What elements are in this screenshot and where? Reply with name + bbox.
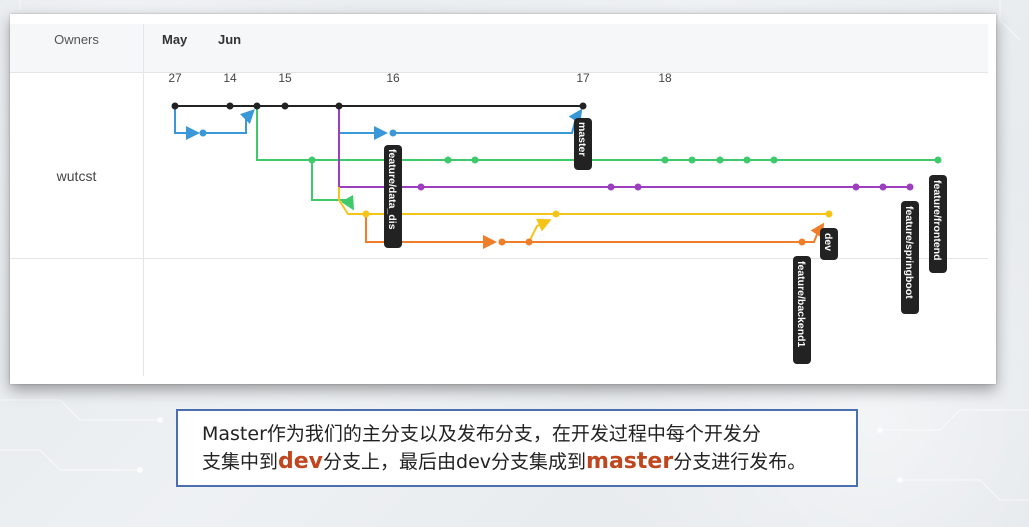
commits-feature-backend1: [498, 238, 806, 246]
commit-graph: 27 14 15 16 17 18: [168, 71, 947, 364]
branch-feature-backend1: [365, 214, 825, 249]
branch-dev: [338, 187, 829, 243]
tag-feature-frontend[interactable]: feature/frontend: [929, 175, 947, 273]
tag-feature-backend1[interactable]: feature/backend1: [793, 256, 811, 364]
caption-text-b: 分支上，最后由dev分支集成到: [323, 451, 587, 473]
day-label-14: 14: [223, 71, 237, 85]
day-label-17: 17: [576, 71, 590, 85]
owner-name: wutcst: [56, 168, 97, 184]
tag-feature-springboot[interactable]: feature/springboot: [901, 201, 919, 314]
caption-line-1: Master作为我们的主分支以及发布分支，在开发过程中每个开发分: [202, 423, 761, 445]
month-label-jun: Jun: [218, 32, 242, 47]
network-graph-panel: Owners May Jun wutcst 27 14 15 16 17 18: [10, 14, 996, 384]
caption-line-2: 支集中到dev分支上，最后由dev分支集成到master分支进行发布。: [202, 448, 844, 476]
tag-master[interactable]: master: [574, 118, 592, 170]
caption-highlight-dev: dev: [278, 449, 324, 474]
tag-feature-data-dis-label: feature/data_dis: [386, 149, 398, 230]
commits-dev: [362, 210, 833, 218]
commits-feature-frontend: [308, 156, 942, 164]
day-label-15: 15: [278, 71, 292, 85]
commits-feature-data-dis: [199, 129, 397, 137]
tag-feature-springboot-label: feature/springboot: [903, 206, 915, 299]
owners-header: Owners: [54, 32, 99, 47]
day-label-27: 27: [168, 71, 182, 85]
tag-feature-frontend-label: feature/frontend: [931, 180, 943, 261]
tag-dev[interactable]: dev: [820, 228, 838, 260]
owners-column-divider: [143, 24, 144, 376]
tag-dev-label: dev: [822, 233, 834, 251]
caption-box: Master作为我们的主分支以及发布分支，在开发过程中每个开发分 支集中到dev…: [176, 409, 858, 487]
caption-text-a: 支集中到: [202, 451, 279, 473]
caption-text-c: 分支进行发布。: [673, 451, 807, 473]
branch-feature-data-dis: [174, 106, 583, 140]
month-label-may: May: [162, 32, 188, 47]
branch-feature-frontend: [256, 106, 938, 211]
day-label-16: 16: [386, 71, 400, 85]
day-label-18: 18: [658, 71, 672, 85]
tag-master-label: master: [576, 122, 588, 156]
tag-feature-data-dis[interactable]: feature/data_dis: [384, 145, 402, 248]
tag-feature-backend1-label: feature/backend1: [795, 261, 807, 348]
commits-master: [171, 102, 587, 110]
branch-feature-springboot: [338, 106, 910, 188]
timeline-header: [10, 24, 988, 73]
commits-feature-springboot: [417, 183, 914, 191]
caption-highlight-master: master: [586, 449, 674, 474]
owner-row-divider: [10, 258, 988, 259]
